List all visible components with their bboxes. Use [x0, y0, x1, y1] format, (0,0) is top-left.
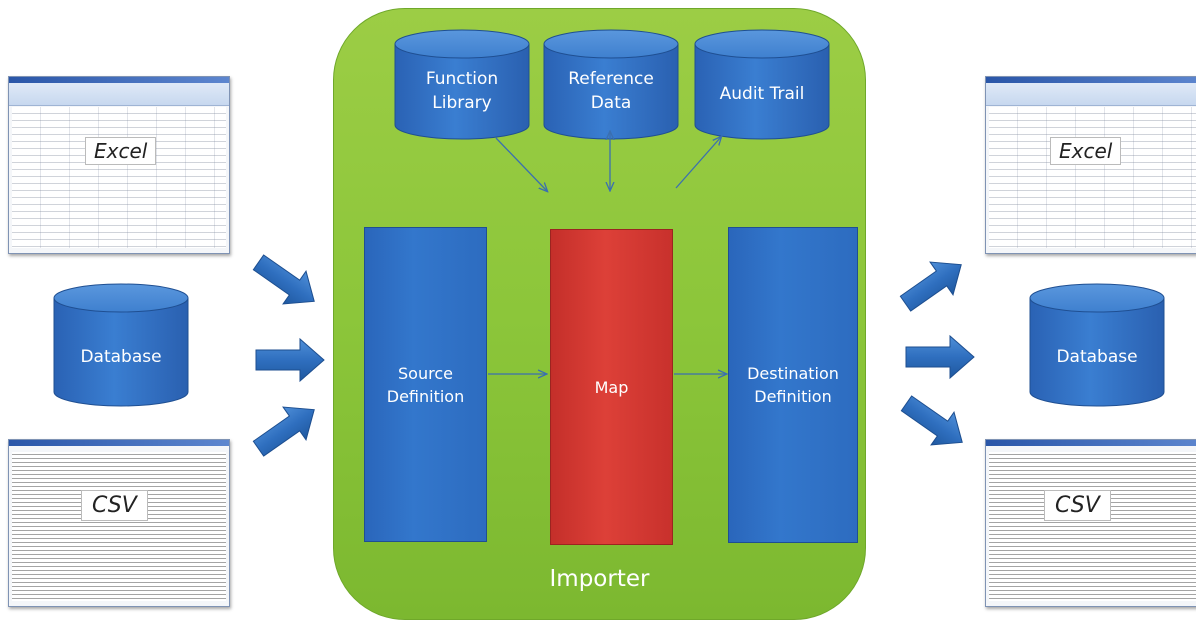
- output-database-icon: [1029, 283, 1165, 407]
- source-definition-label: Source Definition: [386, 363, 465, 406]
- input-arrow-bottom: [252, 406, 315, 457]
- input-excel-document: Excel: [8, 76, 230, 254]
- audit-trail-database-icon: [694, 29, 830, 140]
- input-csv-document: CSV: [8, 439, 230, 607]
- map-box: Map: [550, 229, 673, 545]
- input-arrow-middle: [255, 337, 325, 383]
- output-database-label: Database: [1056, 347, 1137, 367]
- destination-definition-box: Destination Definition: [728, 227, 858, 543]
- function-library-label-line2: Library: [432, 93, 491, 113]
- function-library-database-icon: [394, 29, 530, 140]
- output-arrow-bottom: [900, 395, 963, 446]
- output-arrow-middle: [905, 334, 975, 380]
- output-csv-document: CSV: [985, 439, 1196, 607]
- output-excel-label: Excel: [1050, 137, 1122, 165]
- input-csv-label: CSV: [81, 490, 148, 521]
- input-excel-label: Excel: [85, 137, 157, 165]
- destination-definition-label: Destination Definition: [747, 364, 839, 406]
- output-arrow-top: [899, 261, 962, 312]
- output-csv-label: CSV: [1044, 490, 1111, 521]
- input-database-label: Database: [80, 347, 161, 367]
- source-definition-box: Source Definition: [364, 227, 487, 542]
- input-database-icon: [53, 283, 189, 407]
- reference-data-label-line2: Data: [591, 93, 632, 113]
- map-label: Map: [594, 377, 629, 397]
- function-library-to-map-arrow: [495, 137, 547, 191]
- reference-data-database-icon: [543, 29, 679, 140]
- function-library-label-line1: Function: [426, 69, 498, 89]
- input-arrow-top: [252, 254, 315, 305]
- audit-trail-label: Audit Trail: [720, 84, 805, 104]
- output-excel-document: Excel: [985, 76, 1196, 254]
- reference-data-label-line1: Reference: [568, 69, 654, 89]
- importer-label: Importer: [549, 566, 650, 592]
- map-to-audit-trail-arrow: [675, 137, 721, 189]
